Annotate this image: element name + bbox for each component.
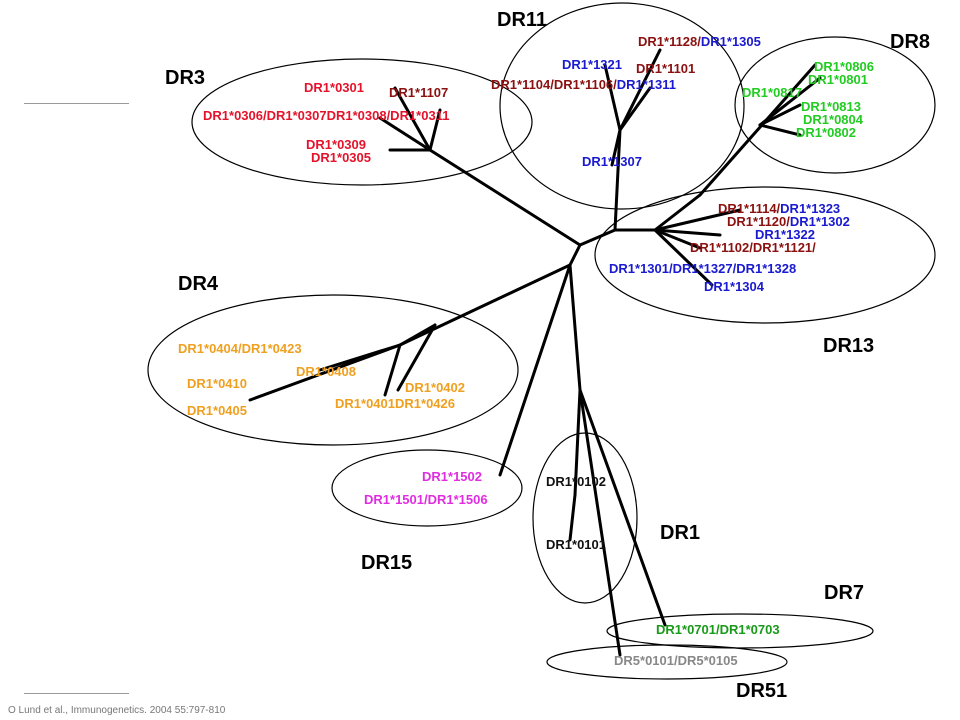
group-label-dr11: DR11 — [497, 9, 547, 31]
allele-label: DR1*0405 — [187, 403, 247, 418]
branch — [618, 48, 662, 132]
branch — [758, 103, 802, 127]
group-label-dr8: DR8 — [890, 31, 930, 53]
branch — [568, 243, 582, 267]
branch — [573, 388, 582, 497]
branch — [698, 63, 817, 197]
ellipse-dr4 — [147, 294, 519, 446]
ellipse-dr1 — [532, 432, 638, 604]
allele-label: DR1*0101 — [546, 537, 606, 552]
allele-label: DR1*1120/DR1*1302 — [727, 214, 850, 229]
allele-label: DR1*0806 — [814, 59, 874, 74]
ellipse-dr3 — [191, 58, 533, 186]
allele-labels: DR1*0301 DR1*1107 DR1*0306/DR1*0307DR1*0… — [178, 34, 874, 668]
branch — [578, 228, 617, 247]
group-label-dr4: DR4 — [178, 273, 219, 295]
allele-label: DR1*0309 — [306, 137, 366, 152]
allele-label: DR1*0102 — [546, 474, 606, 489]
group-ellipses — [147, 2, 936, 680]
group-label-dr51: DR51 — [736, 680, 787, 702]
decorative-rule-bottom — [24, 693, 129, 694]
branch — [610, 128, 622, 167]
ellipse-dr51 — [546, 644, 788, 680]
ellipse-dr11 — [499, 2, 745, 210]
allele-label: DR1*0801 — [808, 72, 868, 87]
allele-label: DR1*0401DR1*0426 — [335, 396, 455, 411]
allele-label: DR1*1101 — [636, 61, 695, 76]
allele-label: DR1*1102/DR1*1121/ — [690, 240, 816, 255]
allele-label: DR1*1304 — [704, 279, 765, 294]
allele-label: DR1*0813 — [801, 99, 861, 114]
allele-label: DR1*0404/DR1*0423 — [178, 341, 302, 356]
group-label-dr3: DR3 — [165, 67, 205, 89]
allele-label: DR1*1322 — [755, 227, 815, 242]
branch — [318, 343, 402, 372]
branch — [653, 228, 714, 287]
allele-label: DR5*0101/DR5*0105 — [614, 653, 738, 668]
allele-label: DR1*0804 — [803, 112, 864, 127]
branch — [383, 343, 402, 397]
allele-label: DR1*1104/DR1*1106/DR1*1311 — [491, 77, 676, 92]
branch — [568, 263, 582, 392]
branch — [653, 208, 742, 232]
branch — [758, 76, 822, 127]
group-label-dr15: DR15 — [361, 552, 412, 574]
group-label-dr1: DR1 — [660, 522, 700, 544]
allele-label: DR1*1501/DR1*1506 — [364, 492, 488, 507]
allele-label: DR1*1301/DR1*1327/DR1*1328 — [609, 261, 796, 276]
allele-label: DR1*1307 — [582, 154, 642, 169]
allele-label: DR1*1502 — [422, 469, 482, 484]
branch — [498, 263, 572, 477]
allele-label: DR1*0802 — [796, 125, 856, 140]
branch — [758, 123, 802, 137]
group-labels: DR3 DR11 DR8 DR4 DR13 DR15 DR1 DR7 DR51 — [165, 9, 930, 702]
branch — [613, 128, 622, 232]
allele-label: DR1*0408 — [296, 364, 356, 379]
allele-label: DR1*0306/DR1*0307DR1*0308/DR1*0311 — [203, 108, 449, 123]
branch — [396, 323, 437, 392]
tree-branches — [248, 48, 822, 657]
branch — [428, 108, 442, 152]
branch — [398, 263, 572, 347]
allele-label: DR1*1114/DR1*1323 — [718, 201, 840, 216]
allele-label: DR1*1128/DR1*1305 — [638, 34, 761, 49]
allele-label: DR1*0701/DR1*0703 — [656, 622, 780, 637]
allele-label: DR1*1107 — [389, 85, 448, 100]
ellipse-dr15 — [331, 449, 523, 527]
ellipse-dr8 — [734, 36, 936, 174]
allele-label: DR1*0402 — [405, 380, 465, 395]
branch — [653, 193, 702, 232]
branch — [603, 63, 622, 132]
branch — [393, 86, 432, 152]
allele-label: DR1*0305 — [311, 150, 371, 165]
group-label-dr13: DR13 — [823, 335, 874, 357]
allele-label: DR1*0817 — [742, 85, 802, 100]
citation-text: O Lund et al., Immunogenetics. 2004 55:7… — [8, 705, 226, 716]
branch — [618, 86, 652, 132]
allele-label: DR1*0301 — [304, 80, 364, 95]
allele-label: DR1*1321 — [562, 57, 622, 72]
group-label-dr7: DR7 — [824, 582, 864, 604]
branch — [428, 148, 582, 247]
branch — [398, 323, 437, 347]
branch — [578, 388, 622, 657]
ellipse-dr13 — [594, 186, 936, 324]
branch — [653, 228, 722, 237]
decorative-rule-top — [24, 103, 129, 104]
branch — [578, 388, 667, 627]
branch — [653, 228, 702, 250]
branch — [378, 116, 432, 152]
allele-label: DR1*0410 — [187, 376, 247, 391]
branch — [568, 493, 577, 542]
